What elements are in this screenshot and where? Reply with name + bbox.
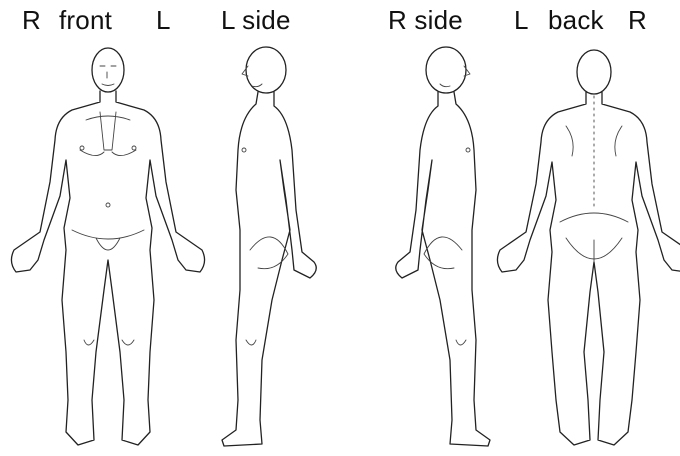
right-side-head <box>426 47 466 93</box>
left-side-outline <box>222 92 316 446</box>
back-outline <box>497 92 680 445</box>
back-body-figure <box>497 50 680 445</box>
left-side-body-figure <box>222 47 316 446</box>
back-head <box>577 50 611 94</box>
right-side-outline <box>396 92 490 446</box>
front-torso-outline <box>11 91 204 445</box>
front-chest-lines <box>80 112 136 156</box>
right-side-body-figure <box>396 47 490 446</box>
front-body-figure <box>11 48 204 445</box>
